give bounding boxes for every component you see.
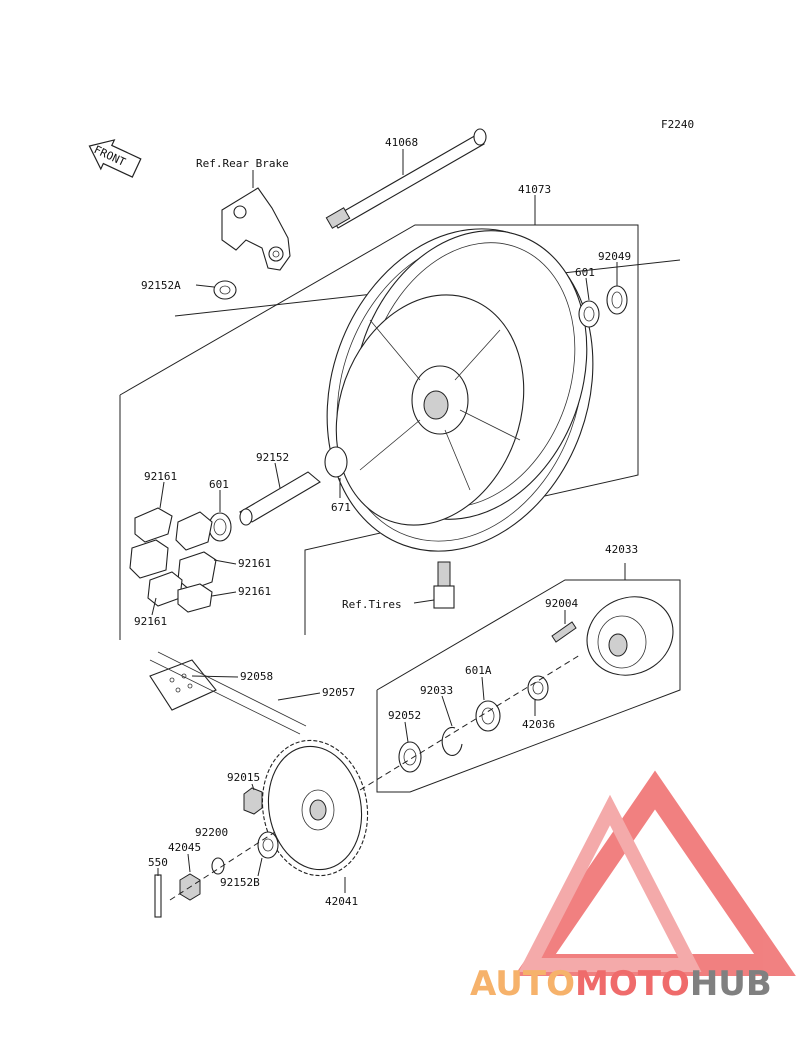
label-92161-a: 92161 xyxy=(144,470,177,483)
label-92152: 92152 xyxy=(256,451,289,464)
centerline-sprocket xyxy=(169,831,276,901)
label-42041: 42041 xyxy=(325,895,358,908)
label-42045: 42045 xyxy=(168,841,201,854)
label-41073: 41073 xyxy=(518,183,551,196)
label-92161-c: 92161 xyxy=(238,585,271,598)
leader-92161-c xyxy=(211,591,237,597)
leader-601A xyxy=(481,676,485,701)
seal-92049-part xyxy=(606,285,628,315)
leader-92152A xyxy=(195,284,215,288)
leader-601-top xyxy=(585,277,590,301)
sprocket-hub-42033-part xyxy=(586,596,674,676)
nut-92015-part xyxy=(243,787,263,815)
leader-92161-d xyxy=(151,597,157,616)
watermark-text: AUTOMOTOHUB xyxy=(470,964,772,1004)
damper-92161-parts xyxy=(129,507,217,613)
label-41068: 41068 xyxy=(385,136,418,149)
cotter-pin-550-part xyxy=(154,874,162,918)
leader-92161-b xyxy=(213,559,237,565)
label-550: 550 xyxy=(148,856,168,869)
label-92058: 92058 xyxy=(240,670,273,683)
bearing-601A-part xyxy=(475,700,501,732)
label-92057: 92057 xyxy=(322,686,355,699)
wheel-assembly-frame xyxy=(119,195,639,640)
label-92004: 92004 xyxy=(545,597,578,610)
label-671: 671 xyxy=(331,501,351,514)
rear-sprocket-part xyxy=(261,739,369,877)
collar-42036-part xyxy=(527,675,549,701)
label-92049: 92049 xyxy=(598,250,631,263)
watermark-logo-icon xyxy=(514,770,796,976)
caliper-bracket-part xyxy=(221,187,291,271)
valve-stem-part xyxy=(433,561,455,609)
leader-92015 xyxy=(251,783,255,791)
label-ref-tires: Ref.Tires xyxy=(342,598,402,611)
label-601-mid: 601 xyxy=(209,478,229,491)
label-92161-b: 92161 xyxy=(238,557,271,570)
diagram-code: F2240 xyxy=(661,118,694,131)
collar-92152A-part xyxy=(213,280,237,300)
rear-wheel-part xyxy=(326,228,594,552)
label-ref-rear-brake: Ref.Rear Brake xyxy=(196,157,289,170)
leader-92152B xyxy=(257,857,263,877)
leader-42045 xyxy=(187,853,191,873)
label-92015: 92015 xyxy=(227,771,260,784)
label-92161-d: 92161 xyxy=(134,615,167,628)
stud-92004-part xyxy=(551,621,577,643)
label-92152B: 92152B xyxy=(220,876,260,889)
seal-92052-part xyxy=(398,741,422,773)
leader-92033 xyxy=(441,695,453,727)
label-601A: 601A xyxy=(465,664,492,677)
centerline-hub xyxy=(359,654,581,791)
watermark-part1: AUTO xyxy=(470,964,575,1004)
label-601-top: 601 xyxy=(575,266,595,279)
watermark-part2: MOTO xyxy=(575,964,690,1004)
leader-92152 xyxy=(274,462,281,489)
label-42033: 42033 xyxy=(605,543,638,556)
label-42036: 42036 xyxy=(522,718,555,731)
label-92152A: 92152A xyxy=(141,279,181,292)
front-arrow-icon: FRONT xyxy=(88,139,142,178)
collar-92152B-part xyxy=(257,831,279,859)
label-92052: 92052 xyxy=(388,709,421,722)
leader-92058 xyxy=(191,675,239,678)
circlip-92033-part xyxy=(441,726,463,756)
axle-part xyxy=(174,128,681,317)
leader-92052 xyxy=(404,721,409,743)
watermark-part3: HUB xyxy=(690,964,772,1004)
bearing-601-top-part xyxy=(578,300,600,328)
leader-92161-a xyxy=(159,481,165,509)
collar-92152-part xyxy=(239,471,321,526)
drive-chain-part xyxy=(149,651,307,735)
bearing-601-mid-part xyxy=(208,512,232,542)
hub-assembly-frame xyxy=(376,563,681,793)
leader-92057 xyxy=(277,692,321,701)
label-92200: 92200 xyxy=(195,826,228,839)
oring-671-part xyxy=(324,446,348,478)
label-92033: 92033 xyxy=(420,684,453,697)
leader-ref-tires xyxy=(413,599,435,604)
washer-92200-part xyxy=(211,857,225,875)
